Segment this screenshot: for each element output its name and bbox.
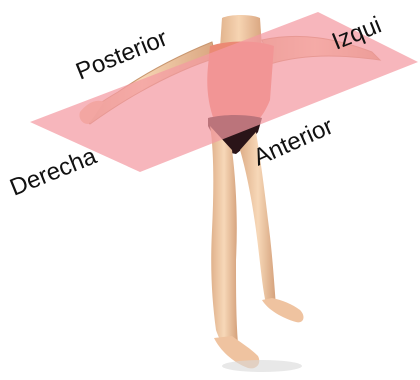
doll-foot-left <box>262 298 303 322</box>
label-derecha: Derecha <box>6 142 101 201</box>
ground-shadow <box>222 360 302 372</box>
doll-leg-right <box>210 126 238 352</box>
